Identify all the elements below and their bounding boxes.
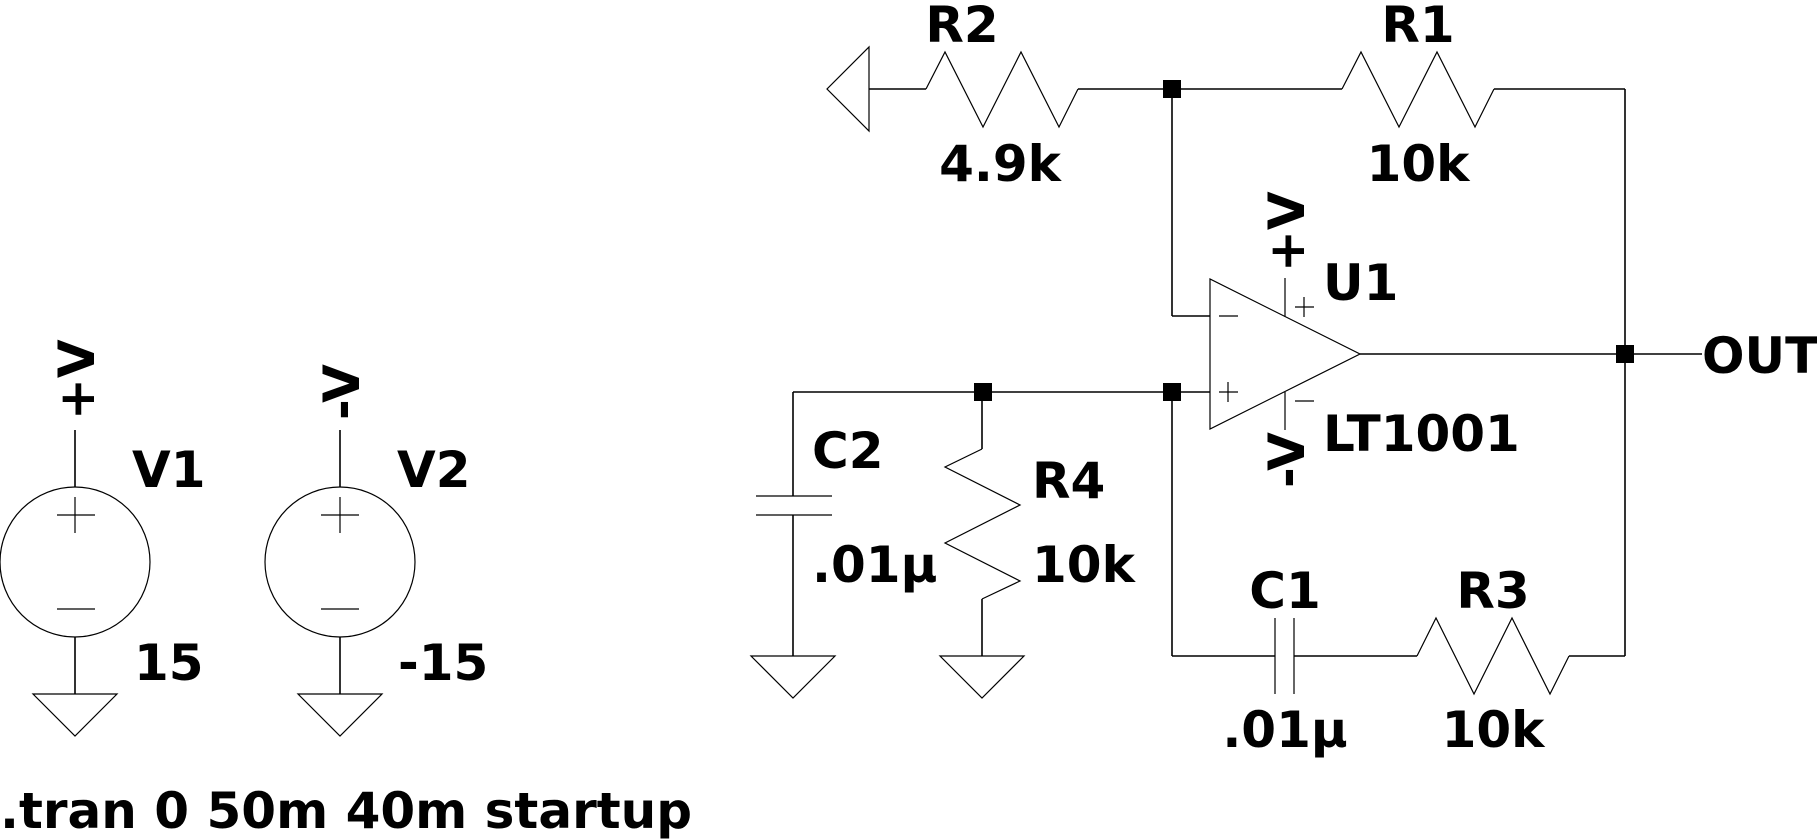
spice-directive[interactable]: .tran 0 50m 40m startup (0, 782, 692, 840)
junction-node (974, 383, 992, 401)
component-ref-c2: C2 (812, 422, 883, 480)
component-ref-r3: R3 (1456, 562, 1529, 620)
net-label-vminus: -V (1258, 432, 1316, 488)
component-value-r3: 10k (1442, 701, 1547, 759)
ground-icon (938, 655, 1026, 699)
component-value-v2: -15 (398, 634, 488, 692)
resistor-zigzag-icon (1416, 616, 1570, 696)
voltage-source-v2[interactable]: V2 -15 -V (264, 364, 488, 737)
component-value-v1: 15 (134, 634, 204, 692)
component-ref-r2: R2 (925, 0, 998, 54)
resistor-zigzag-icon (943, 448, 1022, 600)
component-value-r1: 10k (1367, 135, 1472, 193)
ground-icon (826, 45, 870, 133)
ground-icon (31, 693, 119, 737)
component-value-u1: LT1001 (1323, 405, 1520, 463)
component-ref-r1: R1 (1381, 0, 1454, 54)
ground-icon (296, 693, 384, 737)
component-ref-c1: C1 (1249, 562, 1320, 620)
net-label-out: OUT (1702, 327, 1817, 385)
component-value-r4: 10k (1032, 536, 1137, 594)
ground-r2 (826, 45, 870, 133)
component-ref-v2: V2 (397, 441, 471, 499)
component-value-c1: .01μ (1222, 701, 1347, 759)
capacitor-c2[interactable]: C2 .01μ (749, 392, 937, 699)
component-value-r2: 4.9k (939, 135, 1063, 193)
resistor-r1[interactable]: R1 10k (1341, 0, 1495, 193)
net-label-vplus: +V (1258, 191, 1316, 272)
component-value-c2: .01μ (812, 536, 937, 594)
component-ref-v1: V1 (132, 441, 206, 499)
component-ref-r4: R4 (1032, 452, 1105, 510)
resistor-zigzag-icon (1341, 50, 1495, 129)
net-label-vminus: -V (313, 364, 371, 420)
opamp-u1[interactable]: U1 LT1001 +V -V (1209, 191, 1520, 488)
resistor-zigzag-icon (925, 50, 1079, 129)
net-label-vplus: +V (48, 339, 106, 420)
junction-node (1616, 345, 1634, 363)
resistor-r2[interactable]: R2 4.9k (925, 0, 1079, 193)
ground-icon (749, 655, 837, 699)
voltage-source-v1[interactable]: V1 15 +V (0, 339, 206, 737)
capacitor-c1[interactable]: C1 .01μ (1222, 562, 1347, 759)
component-ref-u1: U1 (1323, 254, 1398, 312)
resistor-r4[interactable]: R4 10k (938, 392, 1137, 699)
resistor-r3[interactable]: R3 10k (1416, 562, 1570, 759)
